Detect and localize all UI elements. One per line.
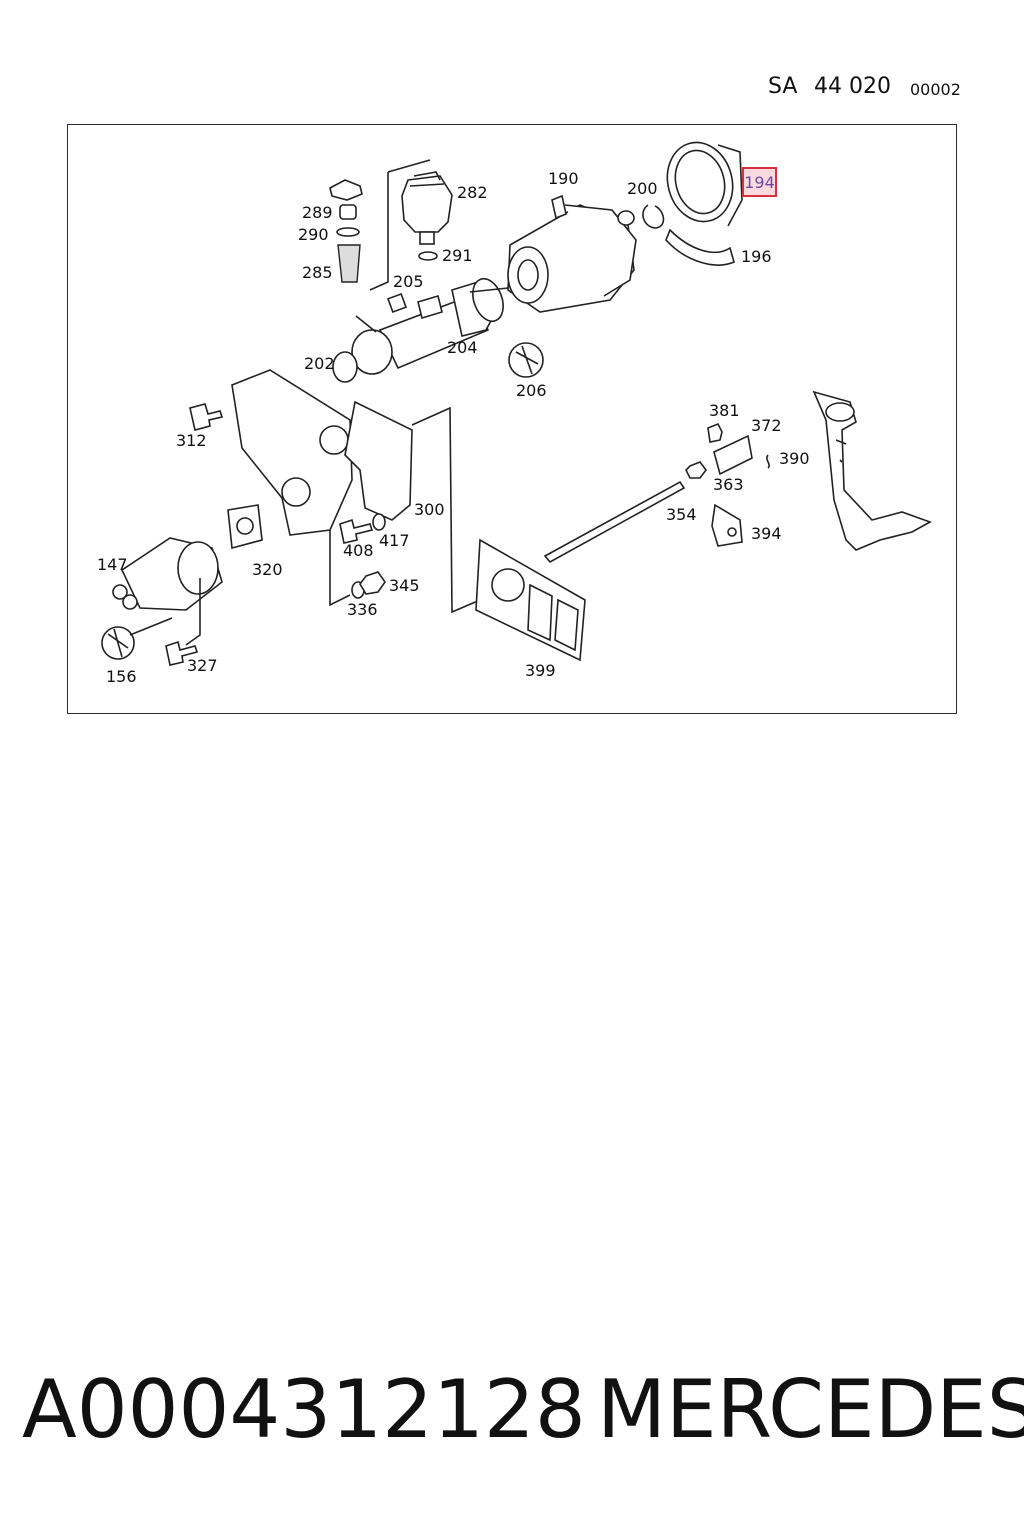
callout-345: 345	[389, 576, 420, 595]
part-push-rod-354	[543, 480, 686, 564]
part-gasket-plate-399	[475, 538, 586, 662]
group-bracket-300	[411, 406, 481, 614]
part-pin-381	[707, 422, 723, 443]
callout-408: 408	[343, 541, 374, 560]
callout-363: 363	[713, 475, 744, 494]
callout-289: 289	[302, 203, 333, 222]
callout-200: 200	[627, 179, 658, 198]
part-bolt-327	[165, 640, 199, 666]
callout-147: 147	[97, 555, 128, 574]
section-prefix: SA	[768, 74, 798, 99]
part-block-394	[711, 503, 743, 547]
callout-394: 394	[751, 524, 782, 543]
callout-417: 417	[379, 531, 410, 550]
part-boot-194	[666, 141, 743, 227]
callout-290: 290	[298, 225, 329, 244]
callout-390: 390	[779, 449, 810, 468]
part-brake-pedal	[812, 390, 932, 551]
callout-190: 190	[548, 169, 579, 188]
group-bracket-reservoir	[369, 159, 431, 291]
part-nut-345	[359, 571, 386, 595]
part-clip-200	[642, 204, 665, 229]
part-cap-289	[329, 179, 363, 283]
part-retainer-196	[665, 228, 735, 266]
part-reservoir-282	[401, 171, 453, 261]
callout-202: 202	[304, 354, 335, 373]
callout-336: 336	[347, 600, 378, 619]
callout-282: 282	[457, 183, 488, 202]
sequence-number: 00002	[910, 80, 961, 99]
callout-206: 206	[516, 381, 547, 400]
callout-327: 327	[187, 656, 218, 675]
part-number: A0004312128	[22, 1363, 586, 1456]
callout-204: 204	[447, 338, 478, 357]
callout-381: 381	[709, 401, 740, 420]
callout-291: 291	[442, 246, 473, 265]
group-number: 44 020	[814, 74, 891, 99]
part-master-cylinder	[332, 277, 504, 383]
callout-285: 285	[302, 263, 333, 282]
callout-156: 156	[106, 667, 137, 686]
callout-320: 320	[252, 560, 283, 579]
part-wrench-206	[508, 342, 544, 378]
parts-diagram: 289 290 285 282 291 205 190 200 196 202 …	[97, 141, 932, 686]
callout-399: 399	[525, 661, 556, 680]
part-clevis-372	[713, 434, 753, 476]
part-wrench-156	[101, 626, 135, 660]
callout-300: 300	[414, 500, 445, 519]
callout-354: 354	[666, 505, 697, 524]
part-clip-390	[766, 454, 770, 469]
part-washer-417	[372, 513, 386, 531]
part-slave-cylinder-147	[112, 537, 223, 611]
part-bolt-408	[339, 518, 374, 544]
part-brake-booster-190	[469, 194, 637, 313]
callout-372: 372	[751, 416, 782, 435]
brand-name: MERCEDES	[597, 1363, 1024, 1456]
callout-196: 196	[741, 247, 772, 266]
highlighted-callout-194[interactable]: 194	[742, 167, 777, 197]
part-nut-363	[685, 461, 707, 479]
diagram-frame	[67, 124, 957, 714]
callout-312: 312	[176, 431, 207, 450]
part-bolt-312	[189, 403, 224, 431]
part-gasket-320	[227, 504, 263, 550]
callout-205: 205	[393, 272, 424, 291]
